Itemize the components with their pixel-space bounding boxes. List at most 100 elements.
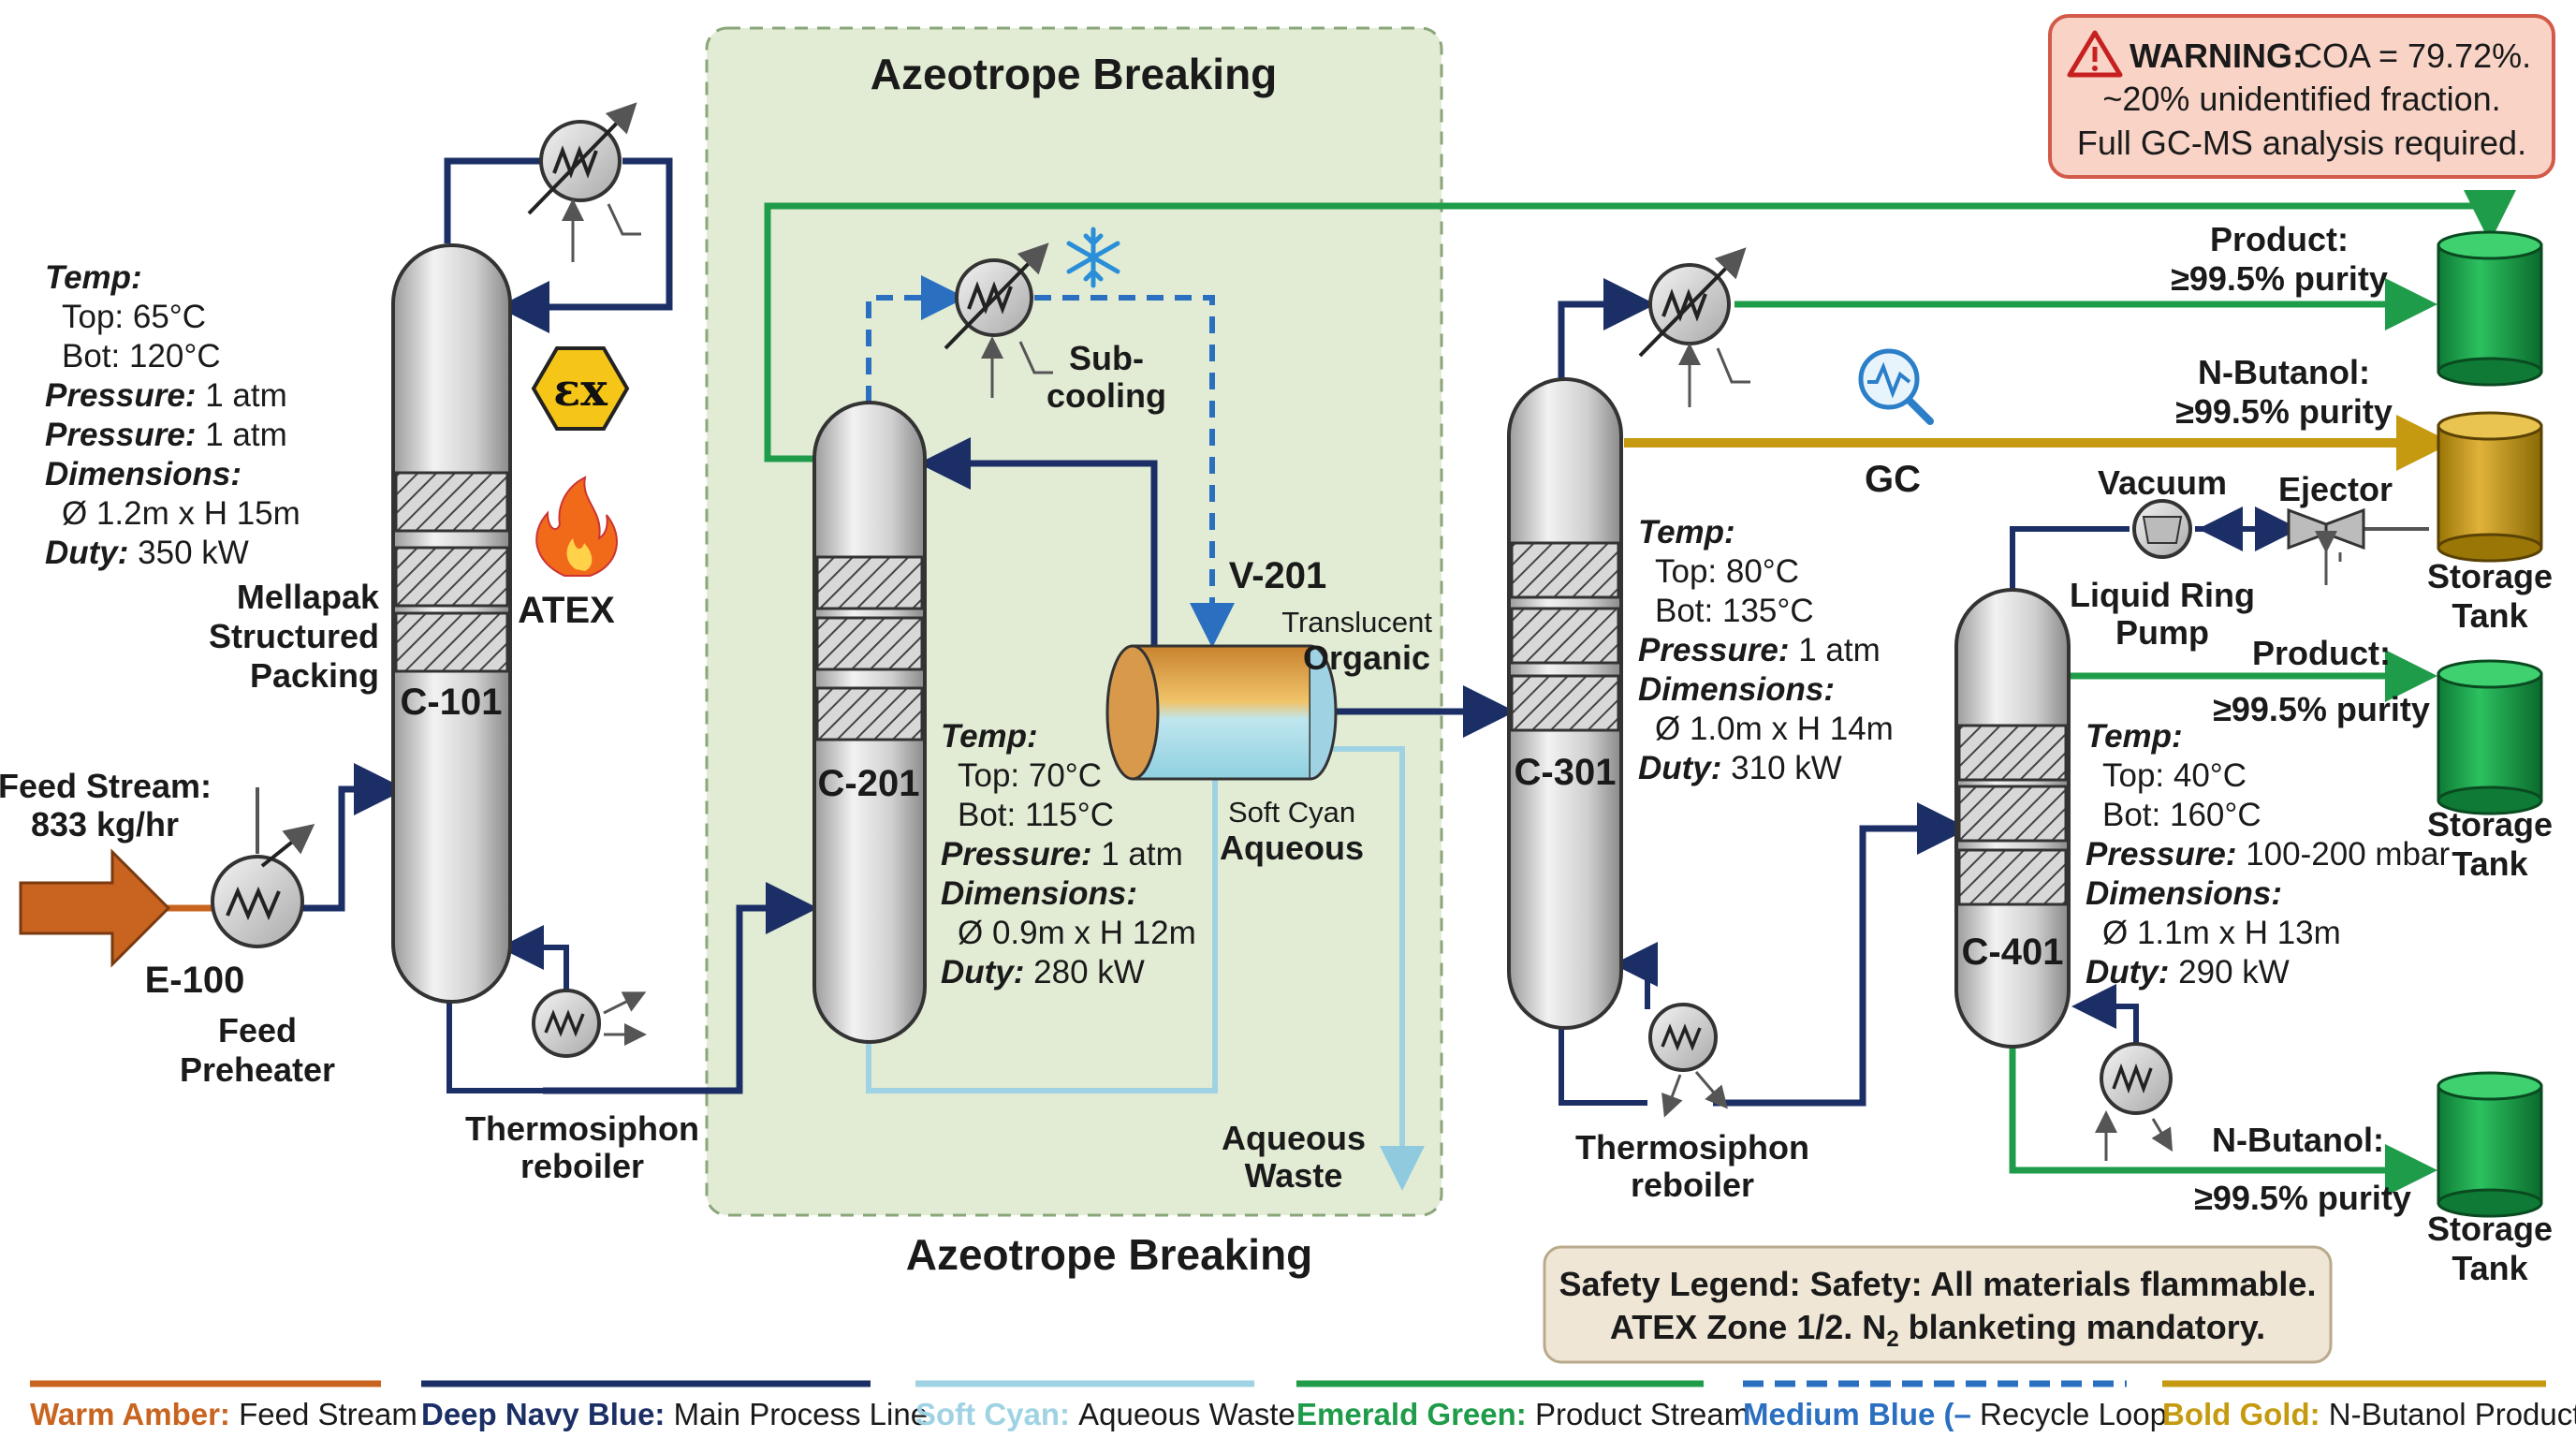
v201-organic-label-line2: Organic (1303, 638, 1430, 677)
legend-item: Soft Cyan: Aqueous Waste (915, 1397, 1295, 1431)
c401-spec-key: Dimensions: (2086, 875, 2282, 912)
safety-line2: ATEX Zone 1/2. N2 blanketing mandatory. (1610, 1308, 2265, 1352)
column-c401[interactable] (1954, 588, 2071, 1049)
pipes (164, 157, 2516, 1196)
e100-feed-preheater[interactable] (211, 787, 315, 948)
subcooling-label-line2: cooling (1046, 376, 1166, 415)
c201-spec-line: Bot: 115°C (958, 797, 1114, 833)
c101-spec-value: 1 atm (196, 377, 286, 414)
c101-spec-line: Bot: 120°C (62, 338, 221, 374)
v201-organic-label-line1: Translucent (1281, 606, 1432, 638)
column-c201[interactable] (812, 401, 927, 1044)
c101-spec-line: Pressure: 1 atm (45, 417, 287, 453)
legend-desc: Main Process Line (674, 1397, 928, 1431)
c401-reboiler-return (2071, 984, 2139, 1044)
storage-tank-product-2[interactable] (2437, 659, 2543, 815)
c301-spec-line: Top: 80°C (1655, 553, 1799, 590)
warning-line3: Full GC-MS analysis required. (2077, 124, 2526, 162)
c201-spec-line: Temp: (941, 718, 1038, 755)
subcooling-label-line1: Sub- (1069, 339, 1144, 377)
c401-reboiler[interactable] (2095, 1042, 2174, 1161)
c201-spec-line: Pressure: 1 atm (941, 836, 1183, 873)
liquid-ring-pump[interactable] (2132, 499, 2192, 559)
c101-tag: C-101 (401, 682, 503, 723)
c401-spec-value: Top: 40°C (2102, 757, 2247, 794)
product-1-label-line2: ≥99.5% purity (2171, 259, 2388, 298)
column-c301[interactable] (1507, 377, 1623, 1030)
e100-label-line1: Feed (218, 1011, 297, 1049)
c301-spec-key: Duty: (1638, 750, 1721, 786)
butanol-1-label-line1: N-Butanol: (2198, 353, 2370, 391)
c101-spec-value: Top: 65°C (62, 299, 206, 335)
warning-line2: ~20% unidentified fraction. (2102, 80, 2500, 118)
c301-spec-key: Pressure: (1638, 632, 1789, 668)
c301-overhead-pipe (1558, 278, 1656, 379)
c101-spec-key: Duty: (45, 535, 128, 571)
c301-spec-line: Ø 1.0m x H 14m (1655, 711, 1894, 747)
c101-spec-key: Dimensions: (45, 456, 242, 492)
c101-reboiler[interactable] (532, 989, 647, 1058)
legend-desc: Aqueous Waste (1078, 1397, 1295, 1431)
tank-2-label-line1: Storage (2427, 557, 2553, 595)
legend-desc: Product Stream (1535, 1397, 1749, 1431)
c401-spec-key: Duty: (2086, 954, 2169, 990)
c401-spec-key: Pressure: (2086, 836, 2236, 873)
c201-spec-line: Ø 0.9m x H 12m (958, 915, 1196, 951)
product-1-label-line1: Product: (2210, 220, 2349, 258)
column-c101[interactable] (391, 243, 512, 1004)
c301-bottoms-pipe (1559, 1025, 1647, 1106)
storage-tank-product-1[interactable] (2437, 230, 2543, 387)
safety-box: Safety Legend: Safety: All materials fla… (1543, 1245, 2333, 1364)
c401-spec-value: 100-200 mbar (2236, 836, 2450, 873)
c201-spec-value: 280 kW (1024, 954, 1144, 990)
c101-condenser[interactable] (527, 102, 641, 262)
c301-packing-3 (1510, 674, 1620, 732)
storage-tank-butanol-1[interactable] (2437, 411, 2543, 563)
steam-ejector[interactable] (2287, 507, 2365, 585)
c401-spec-line: Bot: 160°C (2102, 797, 2261, 833)
decanter-v201[interactable] (1105, 644, 1338, 781)
tank-3-label-line2: Tank (2452, 844, 2528, 883)
c301-reboiler[interactable] (1648, 1003, 1728, 1118)
c201-spec-value: Top: 70°C (958, 757, 1102, 794)
legend-name: Deep Navy Blue: (421, 1397, 674, 1431)
c401-tag: C-401 (1962, 932, 2064, 973)
v201-tag: V-201 (1229, 555, 1327, 596)
c201-subcooler[interactable] (944, 242, 1053, 398)
c101-to-c201-pipe (543, 882, 818, 1094)
feed-label-line1: Feed Stream: (0, 767, 212, 805)
c201-tag: C-201 (818, 763, 920, 804)
e100-tag: E-100 (145, 960, 245, 1001)
c401-spec-value: Bot: 160°C (2102, 797, 2261, 833)
c301-packing-2 (1510, 607, 1620, 665)
c201-spec-line: Top: 70°C (958, 757, 1102, 794)
recycle-loop-pipe (866, 275, 966, 403)
legend-item: Bold Gold: N-Butanol Product (2162, 1397, 2576, 1431)
flame-icon (535, 476, 618, 577)
c101-overhead-pipe (444, 157, 541, 243)
c101-spec-value: Ø 1.2m x H 15m (62, 495, 300, 532)
c101-packing-label-line2: Structured (209, 617, 379, 655)
warning-line1: COA = 79.72%. (2298, 37, 2531, 75)
c101-spec-key: Pressure: (45, 417, 196, 453)
c201-packing-3 (815, 686, 924, 741)
c101-packing-1 (394, 471, 509, 533)
c401-spec-value: Ø 1.1m x H 13m (2102, 915, 2341, 951)
c301-packing-1 (1510, 541, 1620, 599)
c101-bottoms-pipe (446, 1002, 543, 1093)
c201-spec-key: Dimensions: (941, 875, 1137, 912)
c201-spec-value: 1 atm (1091, 836, 1182, 873)
v201-organic-reflux-pipe (918, 437, 1158, 646)
storage-tank-butanol-2[interactable] (2437, 1071, 2543, 1218)
c401-packing-1 (1957, 724, 2068, 782)
c101-spec-line: Ø 1.2m x H 15m (62, 495, 300, 532)
c201-spec-value: Bot: 115°C (958, 797, 1114, 833)
c301-tag: C-301 (1515, 752, 1617, 793)
c301-condenser[interactable] (1638, 247, 1750, 407)
c101-packing-label-line1: Mellapak (237, 578, 380, 616)
c301-spec-line: Dimensions: (1638, 671, 1835, 708)
